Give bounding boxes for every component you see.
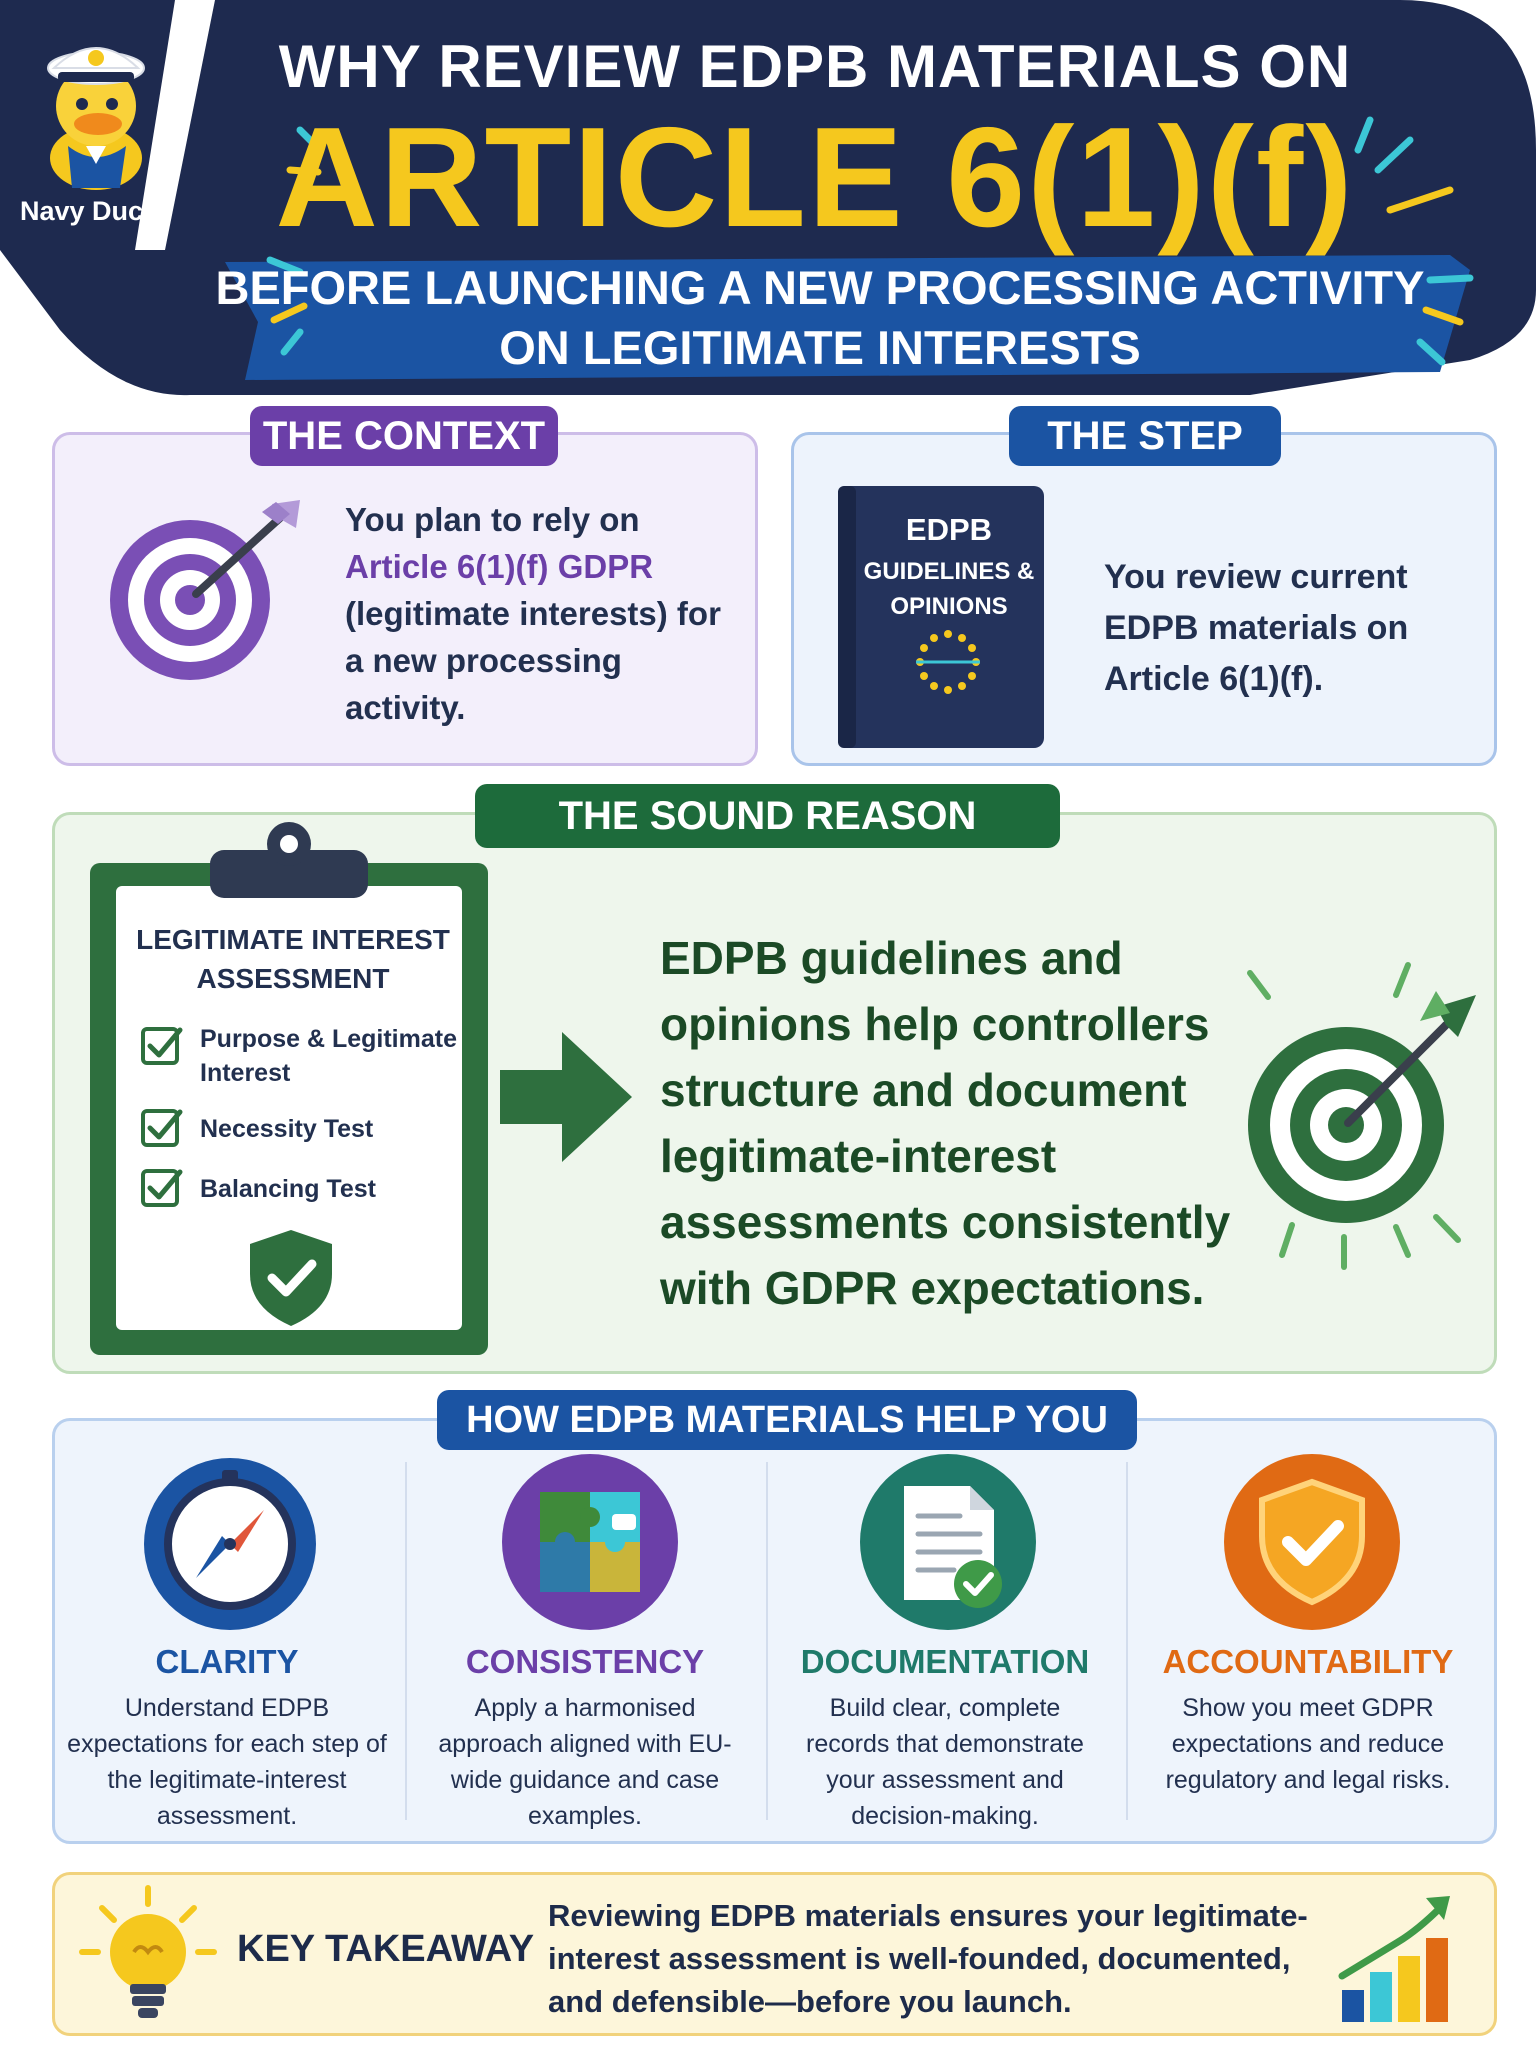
checklist-title: LEGITIMATE INTEREST ASSESSMENT (120, 920, 466, 998)
checklist-item-line: Balancing Test (200, 1175, 376, 1203)
brand-label: Navy Duck (19, 196, 159, 226)
book-subtitle: GUIDELINES & OPINIONS (856, 554, 1042, 624)
context-tag: THE CONTEXT (250, 406, 558, 466)
context-text-before: You plan to rely on (345, 501, 640, 538)
checklist-item: Balancing Test (200, 1172, 470, 1206)
help-item-clarity: CLARITY Understand EDPB expectations for… (67, 1640, 387, 1834)
book-subtitle-line-2: OPINIONS (890, 593, 1008, 620)
checklist-title-line-2: ASSESSMENT (196, 963, 390, 994)
help-item-desc: Show you meet GDPR expectations and redu… (1165, 1694, 1451, 1794)
check-icon (141, 1109, 183, 1147)
subtitle-line-2: ON LEGITIMATE INTERESTS (499, 321, 1141, 374)
help-item-title: DOCUMENTATION (800, 1643, 1090, 1680)
help-item-desc: Understand EDPB expectations for each st… (67, 1694, 387, 1830)
checklist-item: Purpose & Legitimate Interest (200, 1022, 470, 1090)
growth-chart-icon (1338, 1896, 1450, 2022)
checklist-title-line-1: LEGITIMATE INTEREST (136, 924, 450, 955)
subtitle-line-1: BEFORE LAUNCHING A NEW PROCESSING ACTIVI… (215, 261, 1425, 314)
help-item-desc: Apply a harmonised approach aligned with… (438, 1694, 732, 1830)
sparkle-decoration (1247, 962, 1461, 1270)
context-highlight: Article 6(1)(f) GDPR (345, 548, 654, 585)
sparkle-decoration (1354, 116, 1474, 366)
shield-check-icon (1224, 1454, 1400, 1630)
help-tag: HOW EDPB MATERIALS HELP YOU (437, 1390, 1137, 1450)
help-item-desc: Build clear, complete records that demon… (806, 1694, 1084, 1830)
help-item-title: CONSISTENCY (465, 1643, 705, 1680)
column-divider (1126, 1462, 1128, 1820)
eu-stars (916, 630, 980, 694)
context-text: You plan to rely on Article 6(1)(f) GDPR… (345, 496, 745, 731)
column-divider (405, 1462, 407, 1820)
takeaway-label: KEY TAKEAWAY (237, 1928, 535, 1970)
document-check-icon (860, 1454, 1036, 1630)
target-icon (110, 500, 300, 680)
step-text: You review current EDPB materials on Art… (1104, 558, 1409, 698)
help-item-consistency: CONSISTENCY Apply a harmonised approach … (425, 1640, 745, 1834)
checklist-item: Necessity Test (200, 1112, 470, 1146)
step-tag: THE STEP (1009, 406, 1281, 466)
check-icon (141, 1169, 183, 1207)
sparkle-decoration (266, 126, 322, 356)
header-banner (0, 0, 1536, 396)
puzzle-icon (502, 1454, 678, 1630)
book-subtitle-line-1: GUIDELINES & (863, 558, 1035, 585)
help-item-title: ACCOUNTABILITY (1162, 1643, 1454, 1680)
clipboard-icon (90, 822, 488, 1355)
checklist-item-line: Purpose & Legitimate (200, 1025, 457, 1053)
help-item-title: CLARITY (155, 1643, 299, 1680)
book-title: EDPB (905, 512, 993, 547)
help-item-documentation: DOCUMENTATION Build clear, complete reco… (785, 1640, 1105, 1834)
lightbulb-icon (79, 1885, 217, 2018)
column-divider (766, 1462, 768, 1820)
sailor-duck-icon (47, 47, 145, 190)
target-icon (1247, 962, 1476, 1270)
checklist-item-line: Interest (200, 1059, 291, 1087)
subtitle: BEFORE LAUNCHING A NEW PROCESSING ACTIVI… (205, 258, 1435, 378)
context-text-after: (legitimate interests) for a new process… (345, 595, 721, 726)
compass-icon (144, 1458, 316, 1630)
reason-text: EDPB guidelines and opinions help contro… (660, 932, 1231, 1314)
shield-check-icon (250, 1230, 332, 1326)
book-icon (838, 486, 1044, 748)
check-icon (141, 1027, 183, 1065)
arrow-right-icon (500, 1032, 632, 1162)
help-item-accountability: ACCOUNTABILITY Show you meet GDPR expect… (1148, 1640, 1468, 1798)
takeaway-text: Reviewing EDPB materials ensures your le… (548, 1898, 1308, 2019)
title-line-2: ARTICLE 6(1)(f) (275, 98, 1355, 257)
checklist-item-line: Necessity Test (200, 1115, 374, 1143)
reason-tag: THE SOUND REASON (475, 784, 1060, 848)
title-line-1: WHY REVIEW EDPB MATERIALS ON (278, 33, 1352, 100)
takeaway-panel (52, 1872, 1497, 2036)
